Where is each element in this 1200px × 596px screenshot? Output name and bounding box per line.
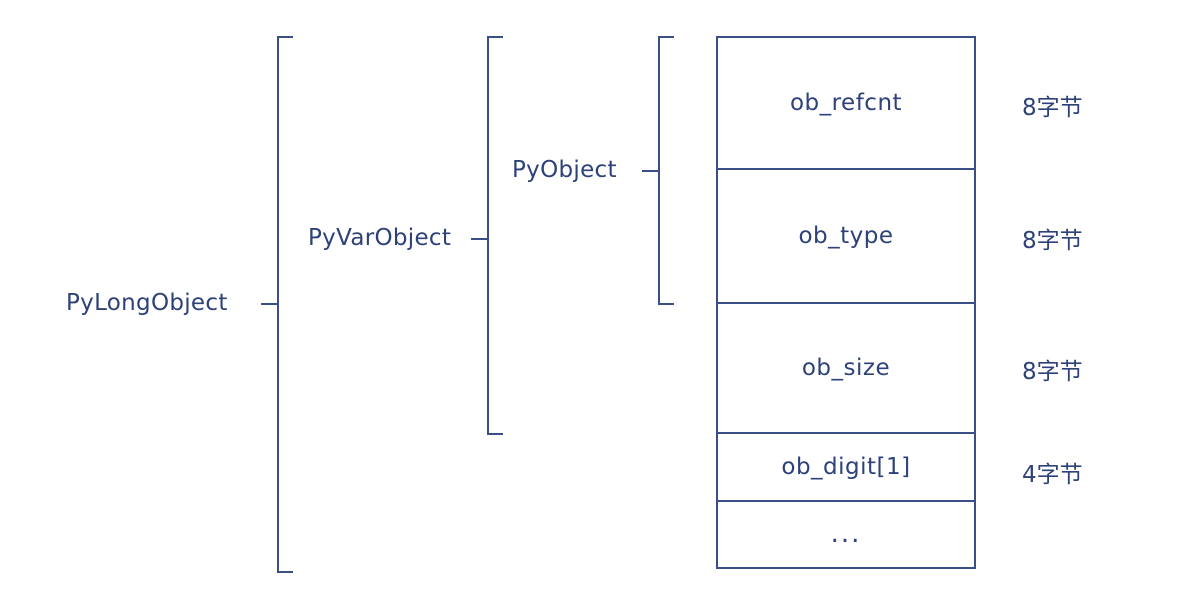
ellipsis-icon: ... <box>830 518 862 549</box>
bracket-tick-pylongobject <box>261 303 277 305</box>
byte-size-label-ob-type: 8字节 <box>1022 228 1083 254</box>
bracket-pylongobject <box>277 36 293 573</box>
bracket-pyvarobject <box>487 36 503 435</box>
bracket-tick-pyvarobject <box>471 238 487 240</box>
bracket-pyobject <box>658 36 674 305</box>
group-label-pylongobject: PyLongObject <box>66 290 228 316</box>
group-label-pyvarobject: PyVarObject <box>308 225 452 251</box>
byte-size-label-ob-size: 8字节 <box>1022 359 1083 385</box>
byte-size-label-ob-refcnt: 8字节 <box>1022 95 1083 121</box>
byte-size-label-ob-digit: 4字节 <box>1022 462 1083 488</box>
memory-row-ob-refcnt: ob_refcnt <box>718 38 974 170</box>
memory-row-ob-size: ob_size <box>718 304 974 434</box>
group-label-pyobject: PyObject <box>512 157 617 183</box>
bracket-tick-pyobject <box>642 170 658 172</box>
memory-layout-table: ob_refcnt ob_type ob_size ob_digit[1] ..… <box>716 36 976 569</box>
memory-row-ellipsis: ... <box>718 502 974 567</box>
memory-row-ob-type: ob_type <box>718 170 974 304</box>
memory-row-ob-digit: ob_digit[1] <box>718 434 974 502</box>
